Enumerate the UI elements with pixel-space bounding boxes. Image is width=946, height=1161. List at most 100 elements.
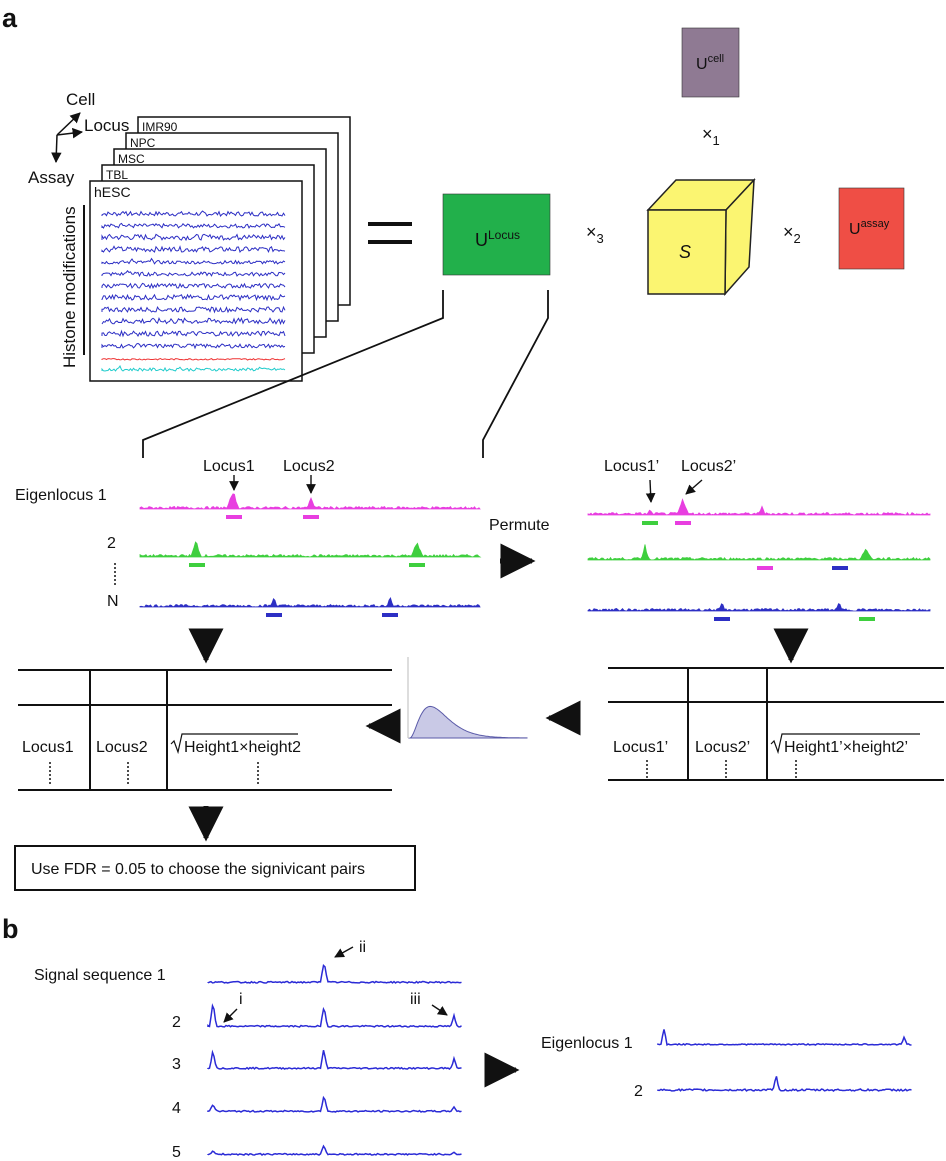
annotation-ii: ii (359, 939, 366, 956)
axis-assay-label: Assay (28, 168, 75, 187)
locus-marker (859, 617, 875, 621)
eigenlocus-track (139, 596, 481, 608)
sheet-hesc (89, 180, 303, 382)
left-table-col1: Locus1 (22, 739, 74, 756)
sheet-hesc-label: hESC (94, 184, 131, 200)
histone-track (101, 316, 286, 326)
u-cell-label: Ucell (696, 53, 724, 73)
sheet-imr90-label: IMR90 (142, 120, 178, 134)
eigen-b-1-label: Eigenlocus 1 (541, 1035, 633, 1052)
eigen-b-tracks (657, 1029, 912, 1092)
locus2p-arrow (685, 479, 703, 495)
histone-track (101, 245, 286, 254)
locus-marker (409, 563, 425, 567)
tensor-stack: IMR90 NPC MSC TBL hESC (89, 116, 351, 382)
annotation-i-arrow (223, 1008, 238, 1023)
histone-tracks (101, 210, 286, 372)
u-assay-label: Uassay (849, 218, 890, 238)
signal-seq-1-label: Signal sequence 1 (34, 967, 166, 984)
eigenlocus-track (587, 603, 931, 612)
right-table (608, 667, 944, 781)
right-table-col2: Locus2’ (695, 739, 750, 756)
histone-track (101, 293, 286, 302)
mode-product-1: ×1 (702, 124, 720, 148)
sheet-npc-label: NPC (130, 136, 156, 150)
right-table-col3: Height1’×height2’ (784, 739, 908, 756)
locus-marker (675, 521, 691, 525)
signal-sequence (207, 1144, 462, 1156)
signal-seq-4-label: 4 (172, 1100, 181, 1117)
fdr-text: Use FDR = 0.05 to choose the signivicant… (31, 861, 365, 878)
mode-product-3: ×3 (586, 222, 604, 246)
u-assay-box (838, 187, 905, 270)
histone-track (101, 222, 286, 229)
signal-sequence (207, 1049, 462, 1070)
locus-marker (189, 563, 205, 567)
null-distribution (407, 657, 528, 739)
locus-marker (714, 617, 730, 621)
locus-marker (303, 515, 319, 519)
annotation-ii-arrow (334, 946, 354, 958)
histone-track (101, 357, 286, 361)
eigenlocus-row1-label: Eigenlocus 1 (15, 487, 107, 504)
axis-locus-label: Locus (84, 116, 129, 135)
equals-sign (368, 222, 412, 244)
locus1p-arrow (645, 479, 656, 503)
histone-track (101, 364, 286, 372)
core-tensor-label: S (679, 242, 691, 262)
eigenlocus-rowN-label: N (107, 593, 119, 610)
eigenlocus-track (587, 498, 931, 516)
locus-marker (382, 613, 398, 617)
distribution-curve (408, 705, 528, 739)
histone-track (101, 270, 286, 278)
locus1p-label: Locus1’ (604, 458, 659, 475)
right-table-sqrt: Height1’×height2’ (770, 733, 920, 756)
signal-seq-3-label: 3 (172, 1056, 181, 1073)
histone-track (101, 305, 286, 314)
eigenlocus-tracks-left (139, 493, 482, 617)
left-table-col2: Locus2 (96, 739, 148, 756)
locus-marker (266, 613, 282, 617)
histone-track (101, 210, 286, 217)
annotation-iii: iii (410, 991, 421, 1008)
sheet-tbl-label: TBL (106, 168, 128, 182)
panel-b-letter: b (2, 914, 19, 944)
u-locus-box (442, 193, 551, 276)
left-table-sqrt: Height1×height2 (170, 733, 301, 756)
eigen-b-track (657, 1076, 912, 1092)
histone-track (101, 282, 286, 290)
locus2-label: Locus2 (283, 458, 335, 475)
eigenlocus-tracks-right (587, 498, 931, 621)
annotation-i: i (239, 991, 243, 1008)
locus-marker (226, 515, 242, 519)
eigen-b-track (657, 1029, 912, 1047)
right-table-ellipses (646, 760, 797, 780)
left-table-ellipses (49, 762, 259, 785)
signal-seq-2-label: 2 (172, 1014, 181, 1031)
histone-track (101, 342, 286, 350)
histone-label: Histone modifications (60, 206, 79, 368)
histone-track (101, 329, 286, 338)
core-tensor-cube: S (646, 177, 756, 296)
eigenlocus-track (139, 493, 481, 510)
left-table-col3: Height1×height2 (184, 739, 301, 756)
locus1-label: Locus1 (203, 458, 255, 475)
locus-marker (757, 566, 773, 570)
signal-sequence (207, 964, 462, 984)
eigenlocus-row2-label: 2 (107, 535, 116, 552)
u-cell-box (681, 27, 740, 98)
axis-cell-label: Cell (66, 90, 95, 109)
signal-sequences (207, 964, 462, 1156)
eigenlocus-track (139, 541, 482, 558)
signal-sequence (207, 1095, 462, 1113)
signal-sequence (207, 1003, 462, 1028)
right-table-col1: Locus1’ (613, 739, 668, 756)
histone-track (101, 233, 286, 242)
zoom-lines (142, 290, 549, 458)
left-table (18, 669, 392, 791)
permute-label: Permute (489, 517, 550, 534)
mode-product-2: ×2 (783, 222, 801, 246)
u-locus-label: ULocus (475, 228, 520, 250)
eigenlocus-track (587, 544, 931, 561)
